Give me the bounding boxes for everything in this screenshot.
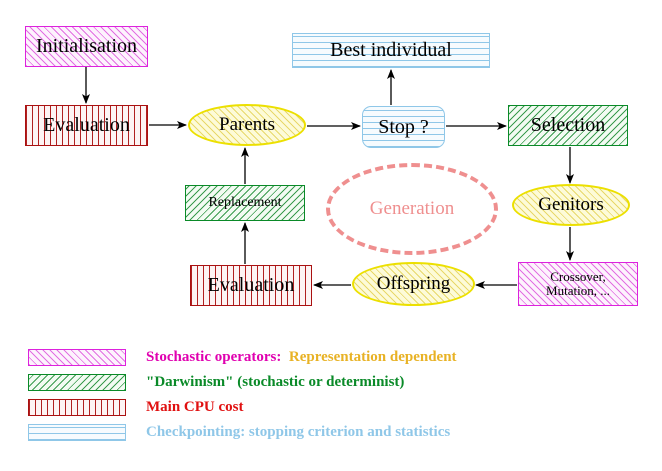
legend-text-primary: Main CPU cost (146, 398, 244, 415)
node-label-evaluation-top: Evaluation (43, 114, 130, 136)
node-label-parents: Parents (219, 114, 275, 136)
legend-row: Checkpointing: stopping criterion and st… (28, 423, 450, 441)
node-label-initialisation: Initialisation (35, 35, 138, 57)
legend-row: "Darwinism" (stochastic or determinist) (28, 373, 404, 391)
legend-text: Main CPU cost (146, 399, 244, 416)
node-evaluation-bot: Evaluation (190, 265, 312, 306)
legend-text-secondary: Representation dependent (281, 348, 457, 365)
node-crossover: Crossover, Mutation, ... (518, 262, 638, 306)
legend-swatch-blue-horizontal-hatch (28, 423, 126, 441)
node-label-genitors: Genitors (538, 194, 604, 216)
legend-text-primary: "Darwinism" (stochastic or determinist) (146, 373, 405, 390)
node-stop: Stop ? (362, 106, 445, 148)
node-label-crossover: Crossover, Mutation, ... (546, 269, 610, 298)
node-label-stop: Stop ? (378, 115, 429, 138)
generation-label: Generation (369, 198, 455, 219)
legend-text-primary: Checkpointing: stopping criterion and st… (146, 423, 451, 440)
legend-swatch-magenta-diagonal-hatch (28, 348, 126, 366)
node-genitors: Genitors (512, 184, 630, 226)
node-label-best-individual: Best individual (330, 39, 452, 61)
node-initialisation: Initialisation (25, 26, 148, 67)
node-label-replacement: Replacement (208, 194, 282, 210)
legend-text: Checkpointing: stopping criterion and st… (146, 424, 450, 441)
node-label-selection: Selection (530, 114, 606, 136)
node-label-evaluation-bot: Evaluation (207, 274, 295, 296)
node-evaluation-top: Evaluation (25, 105, 148, 146)
generation-bubble: Generation (326, 163, 498, 255)
node-replacement: Replacement (185, 185, 305, 221)
node-label-offspring: Offspring (376, 273, 451, 295)
legend-row: Main CPU cost (28, 398, 244, 416)
legend-text-primary: Stochastic operators: (146, 348, 282, 365)
legend-swatch-red-vertical-hatch (28, 398, 126, 416)
node-best-individual: Best individual (292, 33, 490, 68)
node-offspring: Offspring (352, 262, 475, 306)
legend-row: Stochastic operators: Representation dep… (28, 348, 457, 366)
legend-text: "Darwinism" (stochastic or determinist) (146, 374, 404, 391)
legend-swatch-green-diagonal-hatch (28, 373, 126, 391)
legend-text: Stochastic operators: Representation dep… (146, 349, 457, 366)
node-selection: Selection (508, 105, 628, 146)
node-parents: Parents (188, 104, 306, 146)
